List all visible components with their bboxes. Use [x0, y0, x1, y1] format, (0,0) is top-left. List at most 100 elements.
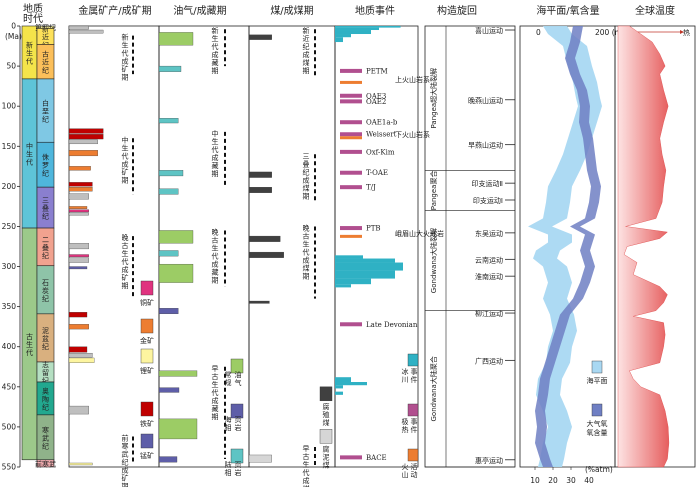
period-label-char: 石	[42, 279, 49, 287]
age-tick-label: 100	[2, 102, 17, 111]
oil-period-label-char: 晚	[212, 227, 219, 236]
metal-bar	[68, 182, 93, 187]
oil-bar	[158, 263, 194, 283]
period-label-char: 白	[42, 99, 49, 108]
sealevel-legend-swatch	[591, 360, 603, 374]
lip-label: 峨眉山大火成岩	[395, 229, 444, 238]
metal-period-label-char: 矿	[122, 167, 129, 176]
events-legend-label: 事件	[411, 417, 418, 434]
coal-period-label-char: 煤	[303, 263, 310, 272]
oil-period-label-char: 新	[212, 26, 219, 35]
metal-period-label-char: 矿	[122, 65, 129, 74]
oil-period-label-char: 生	[212, 34, 219, 43]
lip-label: 上火山岩系	[395, 75, 430, 84]
period-label: 古近纪	[42, 50, 49, 75]
metal-period-label-char: 期	[122, 483, 129, 487]
events-legend-swatch	[407, 448, 419, 462]
events-legend-label-char: 热	[402, 425, 409, 434]
oil-legend-label-char: 海	[225, 415, 232, 424]
oil-period-label-char: 藏	[212, 267, 219, 276]
coal-legend-label: 腐殖煤	[323, 402, 330, 427]
event-marker	[340, 185, 362, 190]
tectonic-event-label: 惠亭运动	[475, 456, 503, 465]
metal-bar	[68, 134, 104, 140]
coal-period-label-char: 生	[303, 460, 310, 469]
glacial-event	[335, 377, 351, 383]
metal-bar	[68, 405, 89, 415]
events-legend-label: 活动	[411, 462, 418, 479]
oil-period-label-char: 期	[212, 413, 219, 421]
event-label: OAE3	[366, 92, 386, 100]
coal-bar	[248, 300, 270, 304]
metal-bar	[68, 25, 89, 30]
event-marker	[340, 99, 362, 104]
period-label: 奥陶纪	[42, 386, 49, 411]
metal-bar	[68, 206, 88, 209]
period-label-char: 纪	[42, 115, 49, 124]
event-marker	[340, 149, 362, 154]
phase-label: Gondwana大陆裂解	[429, 228, 438, 293]
events-legend-label-char: 事	[411, 367, 418, 376]
metal-bar	[68, 212, 89, 216]
period-label: 三叠纪	[42, 197, 49, 221]
oil-period-label-char: 早	[212, 365, 219, 373]
age-tick-label: 550	[2, 463, 17, 472]
phase-label: Pangea聚合	[429, 171, 438, 211]
era-label-char: 代	[26, 56, 33, 65]
period-label-char: 志	[42, 360, 49, 369]
age-tick-label: 300	[2, 262, 17, 271]
temp-arrow-head	[680, 30, 684, 34]
oil-bar	[158, 170, 184, 177]
age-tick-label: 450	[2, 382, 17, 391]
metal-bar	[68, 29, 104, 34]
coal-period-label-char: 三	[303, 152, 310, 160]
age-tick-label: 250	[2, 222, 17, 231]
period-label-char: 纪	[42, 169, 49, 178]
tectonic-event-label: 云南运动	[475, 255, 503, 264]
coal-period-label-char: 成	[303, 50, 310, 59]
period-label-char: 近	[42, 58, 49, 67]
glacial-event	[335, 270, 395, 279]
event-label: BACE	[366, 454, 387, 462]
coal-period-label-char: 新	[303, 26, 310, 35]
oil-period-label-char: 期	[212, 170, 219, 178]
metal-bar	[68, 193, 89, 200]
coal-legend-label-char: 腐	[323, 402, 330, 411]
metal-bar	[68, 187, 93, 192]
period-label-char: 侏	[42, 153, 49, 162]
coal-period-label-char: 纪	[303, 42, 310, 51]
metal-period-label-char: 代	[122, 151, 129, 160]
metal-period-label-char: 生	[122, 249, 129, 258]
coal-legend-label-char: 泥	[323, 453, 330, 461]
period-label-char: 留	[42, 368, 49, 377]
metal-legend-label: 铜矿	[140, 298, 154, 307]
coal-legend-label-char: 煤	[323, 460, 330, 469]
tectonic-event-label: 印支运动Ⅱ	[472, 179, 503, 188]
oil-legend-label: 油气	[235, 370, 242, 387]
event-label: OAE1a-b	[366, 119, 398, 127]
metal-period-label-char: 生	[122, 41, 129, 50]
coal-period-label-char: 成	[303, 175, 310, 184]
era-label-char: 古	[26, 332, 33, 341]
metal-bar	[68, 266, 88, 270]
tectonic-event-label: 印支运动Ⅰ	[473, 196, 503, 205]
lip-marker	[340, 136, 362, 140]
oil-legend-label-char: 岩	[235, 423, 242, 432]
metal-period-label-char: 期	[122, 282, 129, 290]
metal-period-label-char: 成	[122, 466, 129, 475]
lip-marker	[340, 80, 362, 84]
coal-period-label-char: 古	[303, 231, 310, 240]
period-label-char: 近	[42, 32, 49, 41]
age-tick-label: 200	[2, 182, 17, 191]
metal-period-label-char: 寒	[122, 442, 129, 451]
period-label-char: 纪	[42, 294, 49, 303]
period-label-char: 新	[42, 24, 49, 33]
period-label: 石炭纪	[42, 279, 49, 303]
